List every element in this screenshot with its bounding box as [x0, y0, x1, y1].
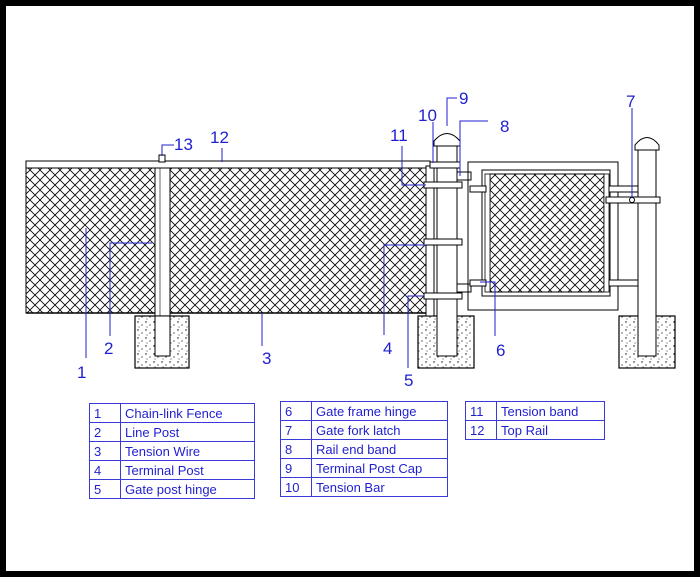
legend-num: 10: [280, 477, 312, 497]
legend-label: Rail end band: [311, 439, 448, 459]
rail-end-band: [456, 171, 472, 181]
callout-3: 3: [262, 349, 271, 368]
callout-8: 8: [500, 117, 509, 136]
legend-label: Tension band: [496, 401, 605, 421]
terminal-post-cap: [433, 133, 461, 147]
gate-frame: [467, 161, 619, 311]
callout-12: 12: [210, 128, 229, 147]
legend-label: Top Rail: [496, 420, 605, 440]
legend-num: 2: [89, 422, 121, 442]
legend-num: 11: [465, 401, 497, 421]
callout-2: 2: [104, 339, 113, 358]
callout-7: 7: [626, 92, 635, 111]
gate-post: [637, 149, 657, 357]
legend-num: 5: [89, 479, 121, 499]
legend-num: 9: [280, 458, 312, 478]
legend-num: 3: [89, 441, 121, 461]
legend-label: Gate fork latch: [311, 420, 448, 440]
chain-link-fence: [25, 167, 427, 314]
legend-label: Tension Wire: [120, 441, 255, 461]
callout-1: 1: [77, 363, 86, 382]
callout-4: 4: [383, 339, 392, 358]
top-rail: [25, 160, 431, 169]
callout-11: 11: [390, 126, 408, 145]
line-post-cap: [158, 154, 166, 163]
terminal-post: [436, 145, 458, 357]
legend-label: Terminal Post: [120, 460, 255, 480]
legend-label: Terminal Post Cap: [311, 458, 448, 478]
callout-13: 13: [174, 135, 193, 154]
legend-label: Tension Bar: [311, 477, 448, 497]
callout-10: 10: [418, 106, 437, 125]
legend-num: 12: [465, 420, 497, 440]
gate-mesh: [489, 173, 605, 293]
legend-num: 7: [280, 420, 312, 440]
legend-label: Gate post hinge: [120, 479, 255, 499]
legend-num: 1: [89, 403, 121, 423]
gate-frame-hinge: [469, 185, 487, 193]
tension-band: [423, 181, 463, 189]
callout-5: 5: [404, 371, 413, 390]
legend-label: Chain-link Fence: [120, 403, 255, 423]
legend-label: Gate frame hinge: [311, 401, 448, 421]
legend-num: 8: [280, 439, 312, 459]
callout-6: 6: [496, 341, 505, 360]
legend-label: Line Post: [120, 422, 255, 442]
gate-post-cap: [634, 137, 660, 151]
gate-post-hinge: [423, 292, 463, 300]
legend-num: 6: [280, 401, 312, 421]
callout-9: 9: [459, 89, 468, 108]
legend-num: 4: [89, 460, 121, 480]
